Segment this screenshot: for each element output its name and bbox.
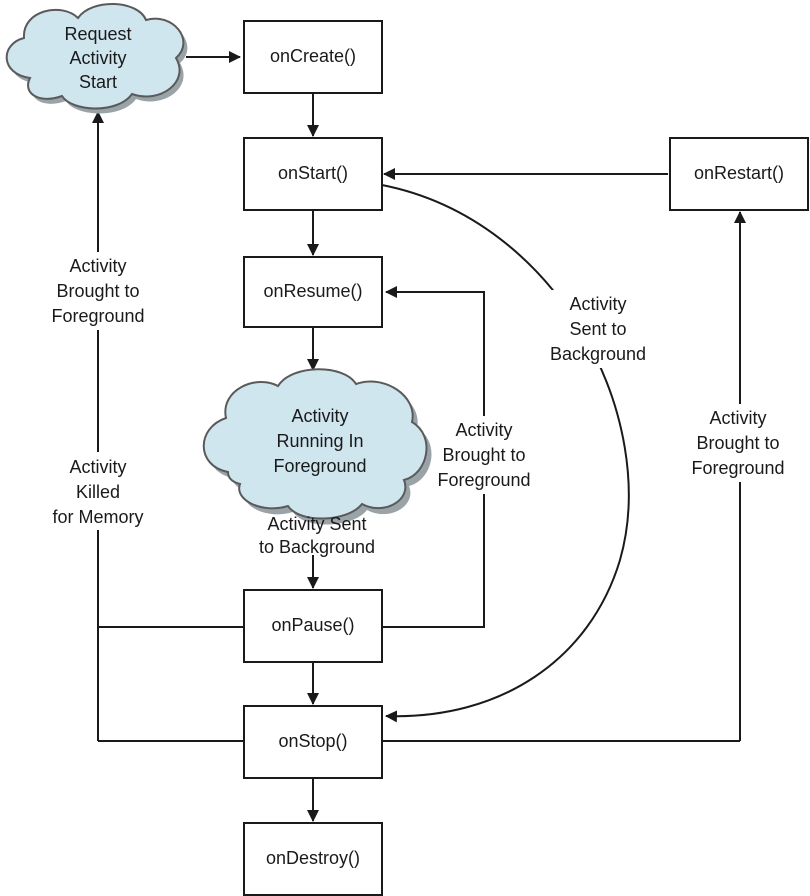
on-restart-box: onRestart() xyxy=(669,137,809,211)
right-foreground-line2: Brought to xyxy=(696,433,779,453)
on-start-box: onStart() xyxy=(243,137,383,211)
label-left-foreground: Activity Brought to Foreground xyxy=(51,256,144,326)
right-foreground-line3: Foreground xyxy=(691,458,784,478)
start-background-line2: Sent to xyxy=(569,319,626,339)
on-destroy-box: onDestroy() xyxy=(243,822,383,896)
sent-bg-center-line2: to Background xyxy=(259,537,375,557)
arrow-start-to-stop-curve xyxy=(381,184,630,723)
activity-running-cloud: Activity Running In Foreground xyxy=(202,368,432,525)
on-restart-label: onRestart() xyxy=(694,163,784,183)
request-activity-start-cloud: Request Activity Start xyxy=(5,3,188,114)
label-sent-bg-center: Activity Sent to Background xyxy=(259,514,375,557)
on-stop-label: onStop() xyxy=(278,731,347,751)
label-masks xyxy=(30,252,802,530)
on-create-box: onCreate() xyxy=(243,20,383,94)
pause-foreground-line2: Brought to xyxy=(442,445,525,465)
right-foreground-line1: Activity xyxy=(709,408,766,428)
label-right-foreground: Activity Brought to Foreground xyxy=(691,408,784,478)
left-foreground-line2: Brought to xyxy=(56,281,139,301)
on-resume-label: onResume() xyxy=(263,281,362,301)
left-foreground-line1: Activity xyxy=(69,256,126,276)
label-left-killed: Activity Killed for Memory xyxy=(52,457,143,527)
left-foreground-line3: Foreground xyxy=(51,306,144,326)
label-pause-foreground: Activity Brought to Foreground xyxy=(437,420,530,490)
left-killed-line3: for Memory xyxy=(52,507,143,527)
running-line3: Foreground xyxy=(273,456,366,476)
start-background-line3: Background xyxy=(550,344,646,364)
pause-foreground-line3: Foreground xyxy=(437,470,530,490)
running-line1: Activity xyxy=(291,406,348,426)
request-start-line1: Request xyxy=(64,24,131,44)
on-create-label: onCreate() xyxy=(270,46,356,66)
left-killed-line1: Activity xyxy=(69,457,126,477)
running-line2: Running In xyxy=(276,431,363,451)
request-start-line3: Start xyxy=(79,72,117,92)
on-stop-box: onStop() xyxy=(243,705,383,779)
on-pause-label: onPause() xyxy=(271,615,354,635)
sent-bg-center-line1: Activity Sent xyxy=(267,514,366,534)
pause-foreground-line1: Activity xyxy=(455,420,512,440)
left-killed-line2: Killed xyxy=(76,482,120,502)
start-background-line1: Activity xyxy=(569,294,626,314)
on-start-label: onStart() xyxy=(278,163,348,183)
on-destroy-label: onDestroy() xyxy=(266,848,360,868)
on-pause-box: onPause() xyxy=(243,589,383,663)
on-resume-box: onResume() xyxy=(243,256,383,328)
label-start-background: Activity Sent to Background xyxy=(550,294,646,364)
request-start-line2: Activity xyxy=(69,48,126,68)
